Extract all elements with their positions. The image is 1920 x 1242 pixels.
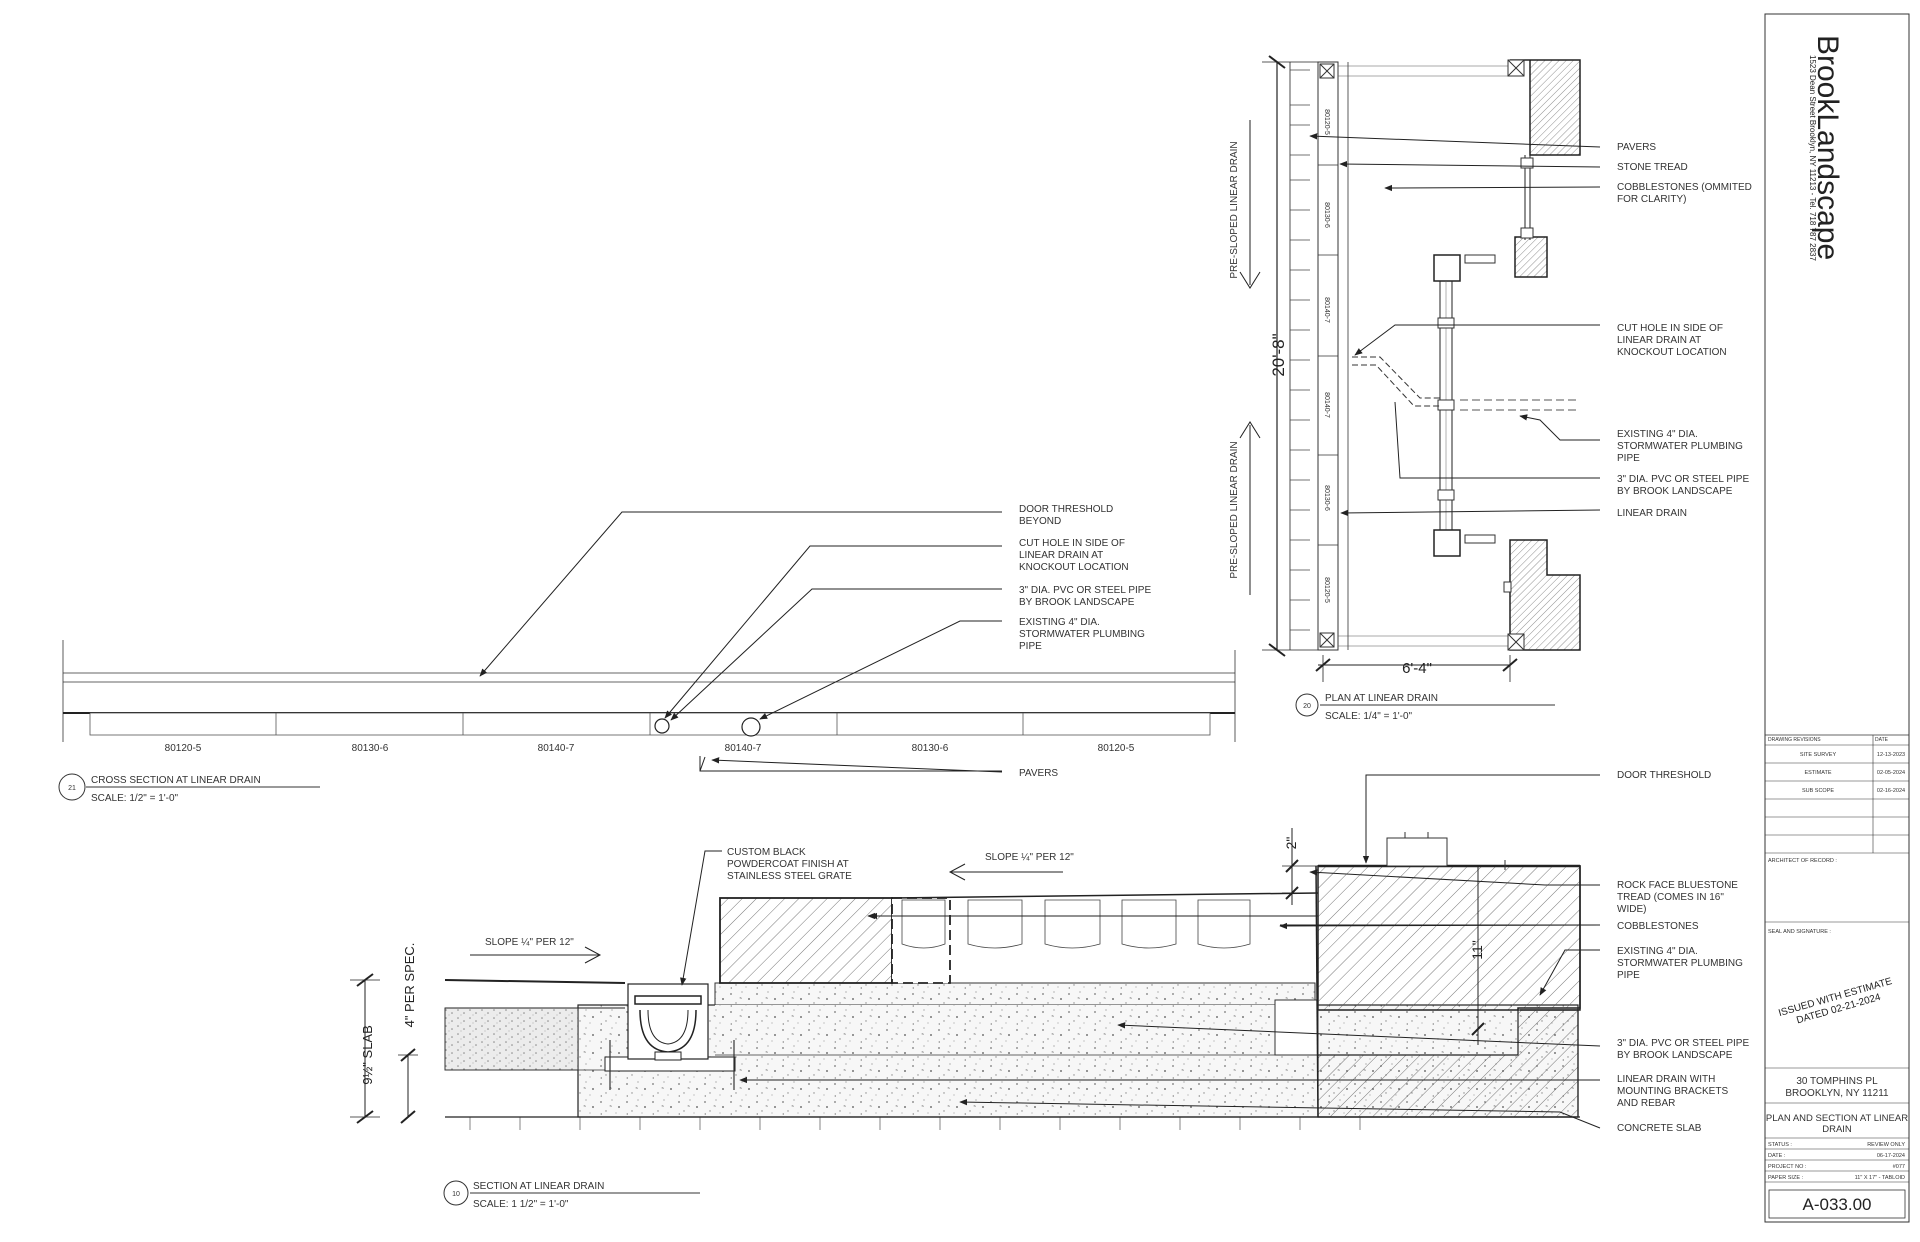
plan-segment-label: 80120-5 xyxy=(1323,109,1330,135)
section-number: 10 xyxy=(452,1191,460,1198)
cross-section-title-circle xyxy=(58,773,86,801)
sheet-title-1: PLAN AND SECTION AT LINEAR xyxy=(1766,1113,1908,1124)
cross-section-segment-label: 80120-5 xyxy=(165,743,202,754)
plan-notes: PAVERS STONE TREAD COBBLESTONES (OMMITED… xyxy=(1617,142,1752,519)
plan-arrow-top-label: PRE-SLOPED LINEAR DRAIN xyxy=(1229,141,1240,278)
section-title-circle xyxy=(443,1180,469,1206)
revisions-header: DRAWING REVISIONS xyxy=(1768,737,1821,743)
plan-dim-width: 6'-4" xyxy=(1402,660,1432,677)
company-address: 1523 Dean Street Brooklyn, NY 11213 - Te… xyxy=(1808,55,1817,261)
section-left-note: CUSTOM BLACK POWDERCOAT FINISH AT STAINL… xyxy=(727,847,852,882)
cross-section-scale: SCALE: 1/2" = 1'-0" xyxy=(91,793,179,804)
plan-segment-labels: 80120-5 80130-6 80140-7 80140-7 80130-6 … xyxy=(1323,109,1330,603)
cross-section-segment-label: 80130-6 xyxy=(912,743,949,754)
revision-label: ESTIMATE xyxy=(1804,770,1831,776)
section-slope-left: SLOPE ¼" PER 12" xyxy=(485,936,574,948)
info-value: 11" X 17" - TABLOID xyxy=(1855,1175,1905,1181)
info-label: PROJECT NO : xyxy=(1768,1164,1807,1170)
title-block: BrookLandscape 1523 Dean Street Brooklyn… xyxy=(1764,13,1910,1223)
info-label: STATUS : xyxy=(1768,1142,1792,1148)
cross-section-segment-label: 80140-7 xyxy=(538,743,575,754)
cross-section-title: CROSS SECTION AT LINEAR DRAIN xyxy=(91,775,261,786)
plan-arrow-bottom-label: PRE-SLOPED LINEAR DRAIN xyxy=(1229,441,1240,578)
info-value: REVIEW ONLY xyxy=(1867,1142,1905,1148)
revision-date: 12-13-2023 xyxy=(1877,752,1905,758)
plan-segment-label: 80130-6 xyxy=(1323,202,1330,228)
info-value: #077 xyxy=(1893,1164,1905,1170)
section-dim-slab: 9½" SLAB xyxy=(360,1025,375,1085)
sheet-number: A-033.00 xyxy=(1803,1195,1872,1214)
project-address-2: BROOKLYN, NY 11211 xyxy=(1785,1088,1889,1099)
plan-note: LINEAR DRAIN xyxy=(1617,508,1687,519)
cross-section-segment-label: 80130-6 xyxy=(352,743,389,754)
company-name: BrookLandscape xyxy=(1811,35,1844,260)
info-table: STATUS : REVIEW ONLY DATE : 06-17-2024 P… xyxy=(1768,1142,1905,1181)
plan-note: STONE TREAD xyxy=(1617,162,1688,173)
plan-segment-label: 80140-7 xyxy=(1323,392,1330,418)
plan-title: PLAN AT LINEAR DRAIN xyxy=(1325,693,1438,704)
plan-dim-height: 20'-8" xyxy=(1269,333,1288,376)
cross-section-segment-label: 80120-5 xyxy=(1098,743,1135,754)
revision-date: 02-05-2024 xyxy=(1877,770,1905,776)
project-address-1: 30 TOMPHINS PL xyxy=(1796,1076,1878,1087)
section-note: DOOR THRESHOLD xyxy=(1617,770,1711,781)
date-header: DATE xyxy=(1875,737,1889,743)
plan-number: 20 xyxy=(1303,703,1311,710)
plan-segment-label: 80120-5 xyxy=(1323,577,1330,603)
info-label: PAPER SIZE : xyxy=(1768,1175,1804,1181)
cross-section-drawing: 80120-5 80130-6 80140-7 80140-7 80130-6 … xyxy=(58,504,1236,804)
cross-section-segment-labels: 80120-5 80130-6 80140-7 80140-7 80130-6 … xyxy=(165,743,1135,754)
section-note: CONCRETE SLAB xyxy=(1617,1123,1702,1134)
plan-note: PAVERS xyxy=(1617,142,1656,153)
sheet-title-2: DRAIN xyxy=(1822,1124,1852,1135)
revision-list: SITE SURVEY 12-13-2023 ESTIMATE 02-05-20… xyxy=(1800,752,1905,794)
section-scale: SCALE: 1 1/2" = 1'-0" xyxy=(473,1199,569,1210)
section-dim-11: 11" xyxy=(1469,940,1485,960)
plan-segment-label: 80140-7 xyxy=(1323,297,1330,323)
revision-date: 02-16-2024 xyxy=(1877,788,1905,794)
plan-title-circle xyxy=(1295,693,1319,717)
section-drawing: 2" 11" SLOPE ¼" PER 12" SLOPE ¼" PER 12"… xyxy=(350,770,1749,1210)
seal-label: SEAL AND SIGNATURE : xyxy=(1768,929,1831,935)
revision-label: SITE SURVEY xyxy=(1800,752,1837,758)
section-title: SECTION AT LINEAR DRAIN xyxy=(473,1181,604,1192)
cross-section-segment-label: 80140-7 xyxy=(725,743,762,754)
section-slope-right: SLOPE ¼" PER 12" xyxy=(985,851,1074,863)
section-dim-spec: 4" PER SPEC. xyxy=(402,943,417,1028)
section-note: COBBLESTONES xyxy=(1617,921,1699,932)
plan-scale: SCALE: 1/4" = 1'-0" xyxy=(1325,711,1413,722)
info-label: DATE : xyxy=(1768,1153,1786,1159)
architect-label: ARCHITECT OF RECORD : xyxy=(1768,858,1837,864)
plan-drawing: 20'-8" PRE-SLOPED LINEAR DRAIN PRE-SLOPE… xyxy=(1229,55,1752,722)
cross-section-note: PAVERS xyxy=(1019,768,1058,779)
cross-section-number: 21 xyxy=(68,785,76,792)
info-value: 06-17-2024 xyxy=(1877,1153,1905,1159)
revision-label: SUB SCOPE xyxy=(1802,788,1834,794)
section-dim-2: 2" xyxy=(1283,837,1299,850)
plan-segment-label: 80130-6 xyxy=(1323,485,1330,511)
